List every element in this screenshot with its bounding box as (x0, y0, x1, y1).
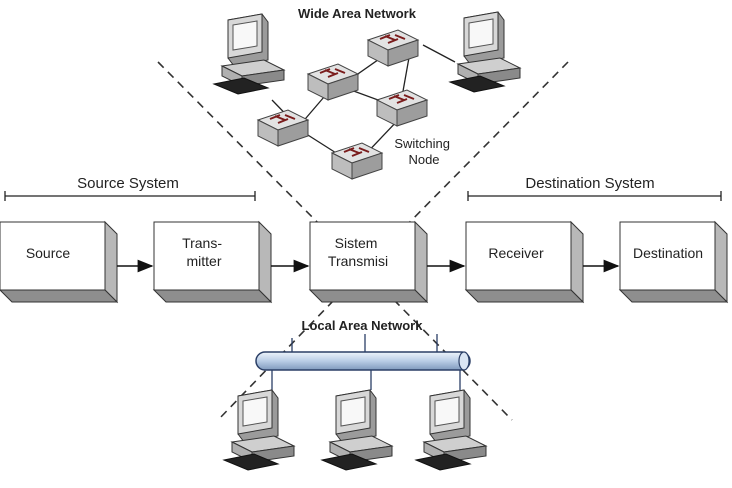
switching-node (331, 142, 383, 180)
lan-taps (271, 334, 461, 390)
switching-node (367, 29, 419, 67)
block-source: Source (0, 220, 119, 304)
switching-node (376, 89, 428, 127)
lan-bus-cable (255, 351, 471, 371)
source-system-label: Source System (77, 175, 179, 192)
switching-node (307, 63, 359, 101)
wan-computer-left (213, 13, 285, 95)
block-destination-label: Destination (633, 245, 703, 261)
destination-system-bracket (467, 191, 722, 201)
wan-title: Wide Area Network (298, 6, 417, 21)
switching-node-label: Switching Node (394, 136, 453, 167)
block-destination: Destination (618, 220, 729, 304)
lan-computer-2 (321, 389, 393, 471)
lan-computer-3 (415, 389, 487, 471)
block-source-label: Source (26, 245, 71, 261)
block-transmitter-label: Trans- mitter (182, 235, 226, 269)
lan-title: Local Area Network (302, 318, 424, 333)
block-transmitter: Trans- mitter (152, 220, 273, 304)
block-transmission-label: Sistem Transmisi (328, 235, 388, 269)
block-receiver-label: Receiver (488, 245, 544, 261)
block-receiver: Receiver (464, 220, 585, 304)
block-transmission-system: Sistem Transmisi (308, 220, 429, 304)
destination-system-label: Destination System (525, 175, 654, 192)
source-system-bracket (4, 191, 256, 201)
switching-node (257, 109, 309, 147)
wan-computer-right (449, 11, 521, 93)
